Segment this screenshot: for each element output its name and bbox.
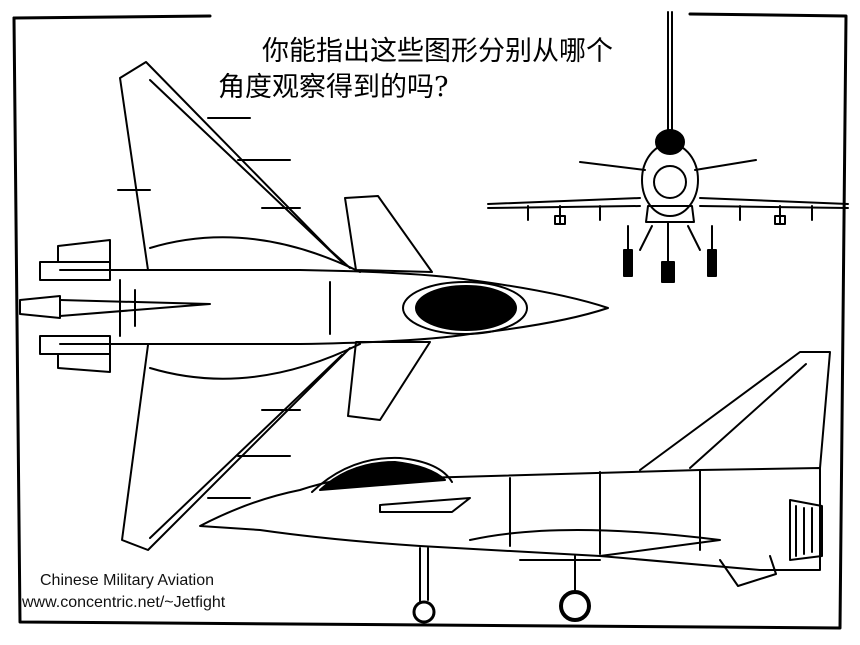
front-view: [487, 11, 849, 283]
credit-line-2: www.concentric.net/~Jetfight: [22, 594, 226, 611]
top-view: [19, 61, 609, 551]
side-view: [199, 351, 831, 624]
drawing-border: [12, 12, 848, 630]
question-text: 你能指出这些图形分别从哪个 角度观察得到的吗?: [218, 34, 648, 106]
image-credit: Chinese Military Aviation www.concentric…: [22, 570, 225, 614]
credit-line-1: Chinese Military Aviation: [40, 572, 215, 589]
question-line-2: 角度观察得到的吗?: [218, 72, 449, 103]
question-line-1: 你能指出这些图形分别从哪个: [262, 36, 613, 67]
